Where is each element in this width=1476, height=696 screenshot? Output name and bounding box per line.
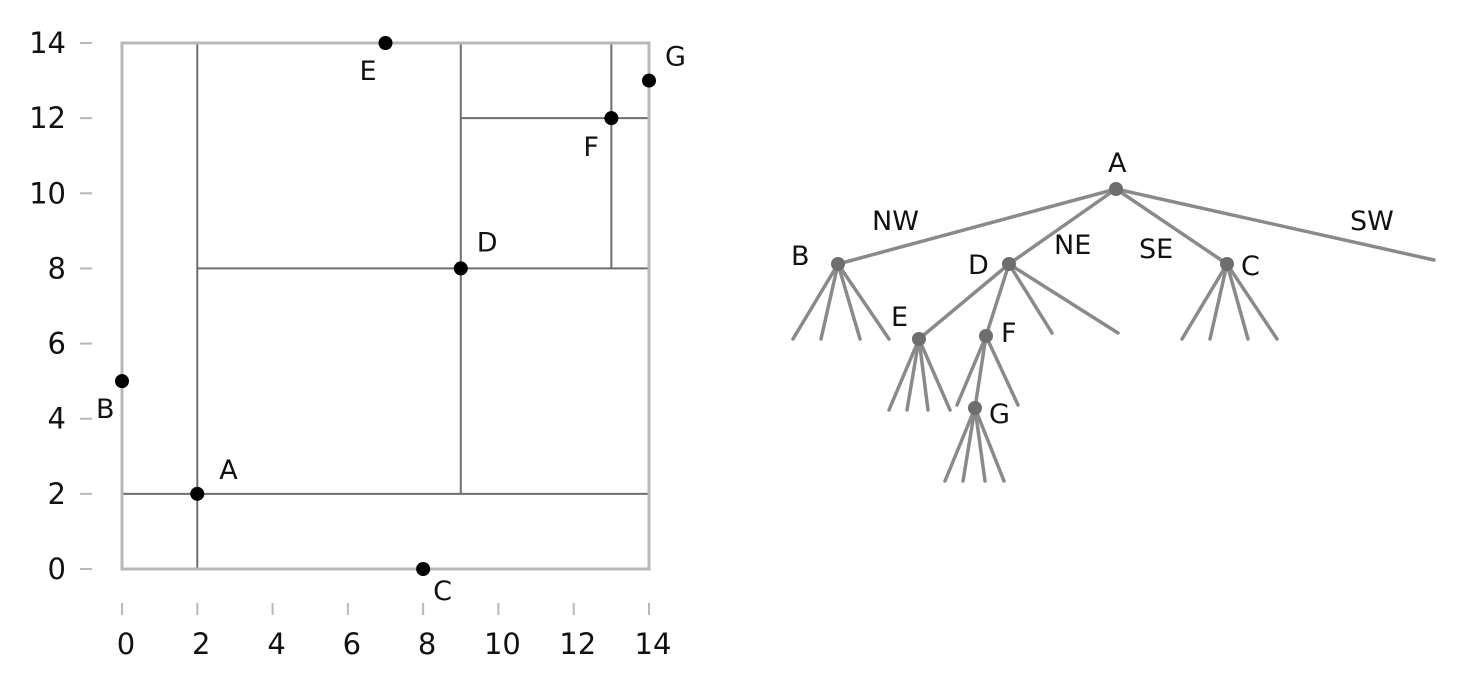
empty-child-branch <box>1225 262 1279 341</box>
y-tick-label: 10 <box>29 176 66 210</box>
empty-child-branch <box>984 334 1020 407</box>
empty-child-branch <box>887 337 921 412</box>
point-label-f: F <box>583 132 599 163</box>
tree-node-a <box>1109 182 1123 196</box>
point-c <box>416 562 431 576</box>
data-points: A B C D E F G <box>96 36 686 607</box>
tree-edge-d-e <box>917 262 1011 341</box>
quadtree-diagram: NW NE SE SW A B D C E F G <box>791 148 1436 483</box>
y-tick-label: 6 <box>48 327 66 361</box>
tree-node-label-d: D <box>968 250 989 281</box>
tree-node-f <box>979 329 993 343</box>
x-tick-label: 12 <box>559 627 596 661</box>
tree-node-label-e: E <box>891 302 908 333</box>
tree-edge-a-c <box>1114 187 1229 266</box>
empty-child-branch <box>1208 262 1229 341</box>
point-d <box>453 261 468 276</box>
tree-node-label-f: F <box>1001 318 1017 349</box>
tree-node-label-b: B <box>791 241 810 272</box>
tree-node-label-g: G <box>989 399 1010 430</box>
empty-child-branch <box>1007 262 1120 335</box>
x-tick-label: 4 <box>267 627 285 661</box>
point-label-c: C <box>433 576 452 607</box>
empty-child-branch <box>943 406 977 483</box>
tree-node-g <box>968 401 982 415</box>
x-tick-label: 6 <box>343 627 361 661</box>
empty-child-branch <box>917 337 952 412</box>
point-b <box>115 374 129 389</box>
empty-child-branch <box>955 334 988 407</box>
edge-label-se: SE <box>1139 234 1173 265</box>
point-label-a: A <box>219 455 238 486</box>
y-tick-label: 14 <box>29 26 66 60</box>
y-tick-label: 12 <box>29 101 66 135</box>
empty-child-branch <box>917 337 930 412</box>
tree-edge-a-d <box>1007 187 1118 266</box>
point-label-g: G <box>665 42 686 73</box>
empty-child-branch <box>961 406 977 483</box>
x-tick-label: 10 <box>484 627 521 661</box>
edge-label-ne: NE <box>1054 230 1091 261</box>
point-a <box>190 486 205 501</box>
tree-edge-d-f <box>984 262 1011 338</box>
empty-child-branch <box>973 406 1006 483</box>
empty-child-branch <box>905 337 921 412</box>
tree-node-c <box>1220 257 1234 271</box>
partition-plot: 0 2 4 6 8 10 12 14 0 2 4 6 8 10 12 14 A B C D E F G <box>29 26 686 661</box>
tree-node-label-a: A <box>1108 148 1127 179</box>
edge-label-nw: NW <box>872 206 919 237</box>
y-tick-label: 0 <box>48 552 66 586</box>
point-g <box>642 73 656 88</box>
y-tick-label: 4 <box>48 402 66 436</box>
x-tick-label: 14 <box>635 627 672 661</box>
tree-node-e <box>912 332 926 346</box>
axis-ticks: 0 2 4 6 8 10 12 14 0 2 4 6 8 10 12 14 <box>29 26 671 661</box>
y-tick-label: 2 <box>48 477 66 511</box>
y-tick-label: 8 <box>48 251 66 285</box>
empty-child-branch <box>973 406 987 483</box>
tree-edge-a-b <box>836 187 1118 266</box>
empty-child-branch <box>1180 262 1229 341</box>
tree-edges: NW NE SE SW <box>791 187 1436 483</box>
point-e <box>378 36 393 50</box>
x-tick-label: 8 <box>418 627 436 661</box>
tree-node-d <box>1002 257 1016 271</box>
point-label-d: D <box>477 227 498 258</box>
tree-node-b <box>831 257 845 271</box>
point-f <box>604 111 619 126</box>
empty-child-branch <box>791 262 840 341</box>
edge-label-sw: SW <box>1350 206 1394 237</box>
empty-child-branch <box>836 262 862 341</box>
tree-nodes: A B D C E F G <box>791 148 1260 430</box>
x-tick-label: 0 <box>117 627 135 661</box>
partition-lines <box>122 43 649 569</box>
empty-child-branch <box>1007 262 1054 335</box>
empty-child-branch <box>819 262 840 341</box>
empty-child-branch <box>1225 262 1250 341</box>
empty-child-branch <box>836 262 891 341</box>
point-label-e: E <box>360 56 377 87</box>
x-tick-label: 2 <box>192 627 210 661</box>
tree-edge-f-g <box>973 334 988 410</box>
tree-node-label-c: C <box>1241 251 1260 282</box>
tree-edge-a-empty <box>1114 187 1436 262</box>
point-label-b: B <box>96 394 115 425</box>
